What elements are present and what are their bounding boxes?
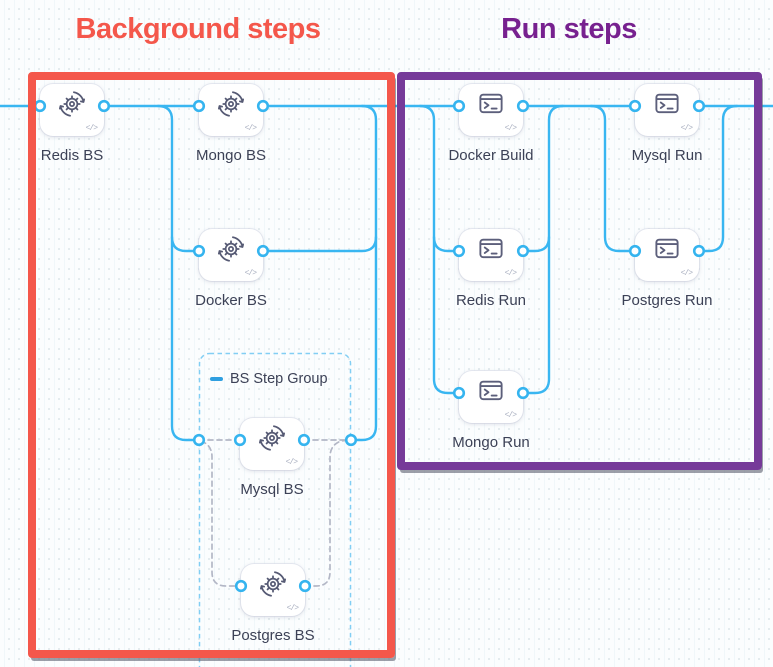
connector-edge (156, 104, 201, 442)
node-docker-build[interactable]: </> (459, 84, 523, 136)
code-badge-icon: </> (285, 458, 298, 467)
node-postgres-bs[interactable]: </> (241, 564, 305, 616)
port[interactable] (692, 99, 706, 113)
bs-step-icon (59, 91, 85, 117)
connector-edge (304, 439, 352, 587)
code-badge-icon: </> (85, 124, 98, 133)
port[interactable] (452, 99, 466, 113)
terminal-icon (479, 93, 503, 114)
code-badge-icon: </> (286, 604, 299, 613)
node-docker-bs[interactable]: </> (199, 229, 263, 281)
port[interactable] (234, 579, 248, 593)
node-mongo-bs[interactable]: </> (199, 84, 263, 136)
connector-edge (261, 235, 378, 253)
port[interactable] (692, 244, 706, 258)
node-redis-run[interactable]: </> (459, 229, 523, 281)
port[interactable] (452, 386, 466, 400)
port[interactable] (298, 579, 312, 593)
bs-step-icon (218, 91, 244, 117)
node-mongo-run[interactable]: </> (459, 371, 523, 423)
connector-edge (589, 104, 637, 253)
bs-step-icon (218, 236, 244, 262)
bs-step-icon (260, 571, 286, 597)
node-label-redis-run: Redis Run (455, 292, 527, 309)
connector-edge (432, 235, 461, 253)
connector-edge (418, 104, 461, 395)
port[interactable] (297, 433, 311, 447)
port[interactable] (33, 99, 47, 113)
node-redis-bs[interactable]: </> (40, 84, 104, 136)
node-label-redis-bs: Redis BS (40, 147, 104, 164)
code-badge-icon: </> (680, 269, 693, 278)
node-postgres-run[interactable]: </> (635, 229, 699, 281)
node-label-postgres-bs: Postgres BS (231, 627, 315, 644)
run-steps-title: Run steps (501, 13, 637, 45)
code-badge-icon: </> (680, 124, 693, 133)
node-mysql-run[interactable]: </> (635, 84, 699, 136)
node-mysql-bs[interactable]: </> (240, 418, 304, 470)
port[interactable] (97, 99, 111, 113)
port[interactable] (192, 244, 206, 258)
connector-edge (200, 440, 242, 587)
code-badge-icon: </> (504, 124, 517, 133)
node-label-mongo-run: Mongo Run (452, 434, 530, 451)
port[interactable] (516, 99, 530, 113)
connector-edge (521, 104, 565, 395)
node-label-mongo-bs: Mongo BS (195, 147, 267, 164)
node-label-mysql-bs: Mysql BS (240, 481, 304, 498)
node-label-docker-bs: Docker BS (195, 292, 267, 309)
terminal-icon (655, 93, 679, 114)
bs-step-group-label: BS Step Group (230, 371, 328, 387)
node-label-docker-build: Docker Build (448, 147, 534, 164)
port[interactable] (192, 99, 206, 113)
port[interactable] (628, 99, 642, 113)
terminal-icon (655, 238, 679, 259)
node-label-mysql-run: Mysql Run (631, 147, 703, 164)
bs-step-group-border (198, 352, 352, 667)
bs-step-icon (259, 425, 285, 451)
connector-edge (349, 104, 378, 442)
connector-edge (697, 104, 739, 253)
terminal-icon (479, 238, 503, 259)
port[interactable] (628, 244, 642, 258)
connector-edge (170, 235, 201, 253)
code-badge-icon: </> (244, 124, 257, 133)
port[interactable] (516, 386, 530, 400)
background-steps-title: Background steps (75, 13, 322, 45)
terminal-icon (479, 380, 503, 401)
collapse-group-icon[interactable] (210, 377, 223, 381)
port[interactable] (233, 433, 247, 447)
bs-step-group-header: BS Step Group (210, 371, 328, 387)
port[interactable] (256, 99, 270, 113)
code-badge-icon: </> (244, 269, 257, 278)
port[interactable] (192, 433, 206, 447)
code-badge-icon: </> (504, 411, 517, 420)
code-badge-icon: </> (504, 269, 517, 278)
port[interactable] (256, 244, 270, 258)
port[interactable] (344, 433, 358, 447)
port[interactable] (516, 244, 530, 258)
node-label-postgres-run: Postgres Run (621, 292, 713, 309)
port[interactable] (452, 244, 466, 258)
